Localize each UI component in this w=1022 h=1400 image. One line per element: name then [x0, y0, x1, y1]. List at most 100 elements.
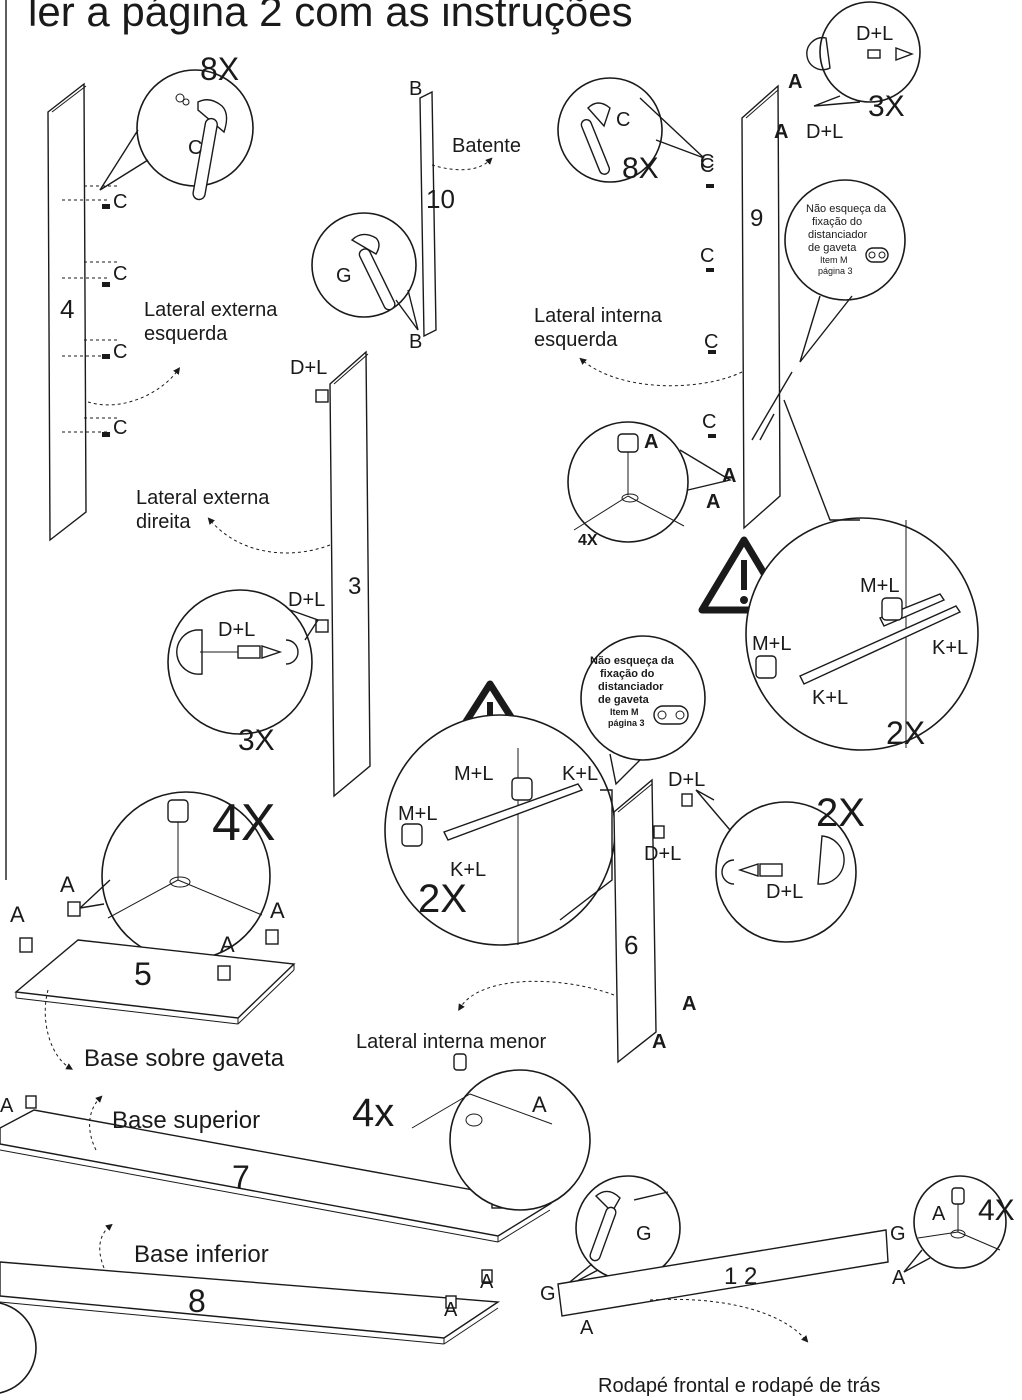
- hardware-label-c: C: [700, 155, 714, 177]
- camlock-callout-left: D+L 3X: [167, 589, 320, 757]
- drawer-rail-icon: [799, 605, 962, 685]
- hardware-label-dl: D+L: [290, 357, 327, 379]
- hardware-label-a: A: [270, 898, 285, 923]
- part-label-9-line2: esquerda: [534, 329, 618, 351]
- hardware-label-c: C: [113, 263, 127, 285]
- hardware-label-c: C: [113, 191, 127, 213]
- cam-lock-icon: [806, 36, 831, 71]
- part-label-5: Base sobre gaveta: [84, 1045, 285, 1072]
- part-number-9: 9: [750, 205, 763, 232]
- part-number-5: 5: [134, 956, 152, 992]
- note-line: fixação do: [812, 216, 862, 228]
- part-label-7: Base superior: [112, 1107, 260, 1134]
- hardware-label-a: A: [444, 1299, 458, 1321]
- hardware-label-a: A: [706, 491, 720, 513]
- note-line: Item M: [820, 255, 848, 265]
- cam-lock-icon: [25, 1095, 37, 1109]
- hardware-label-c: C: [616, 109, 630, 131]
- hardware-label-dl: D+L: [806, 121, 843, 143]
- hardware-label-kl: K+L: [450, 859, 486, 881]
- hardware-label-c: C: [113, 417, 127, 439]
- hardware-label-g: G: [540, 1283, 556, 1305]
- hardware-label-ml: M+L: [752, 633, 791, 655]
- cam-housing-callout-lower: 4x A: [352, 1053, 591, 1211]
- hardware-label-a: A: [10, 902, 25, 927]
- hardware-label-ml: M+L: [860, 575, 899, 597]
- part-label-3-line2: direita: [136, 511, 191, 533]
- cam-lock-icon: [217, 965, 231, 981]
- spacer-icon: [865, 247, 889, 263]
- part-number-8: 8: [188, 1283, 206, 1319]
- multiplier-2x: 2X: [816, 791, 865, 835]
- multiplier-4x-lower: 4x: [352, 1091, 394, 1135]
- part-label-1-2: Rodapé frontal e rodapé de trás: [598, 1375, 880, 1397]
- part-number-10: 10: [426, 184, 455, 214]
- reminder-note-1: Não esqueça da fixação do distanciador d…: [784, 179, 906, 363]
- cam-lock-icon: [481, 1269, 493, 1283]
- note-line: Item M: [610, 707, 639, 717]
- hardware-label-a: A: [0, 1095, 14, 1117]
- note-line: página 3: [608, 718, 645, 728]
- hammer-icon: [350, 233, 396, 311]
- dowel-icon: [759, 863, 783, 877]
- cam-lock-icon: [265, 929, 279, 945]
- hardware-label-ml: M+L: [398, 803, 437, 825]
- note-line: distanciador: [598, 681, 664, 693]
- cam-lock-icon: [315, 389, 329, 403]
- hardware-label-a: A: [220, 932, 235, 957]
- hardware-label-kl: K+L: [562, 763, 598, 785]
- cam-housing-callout: A 4X: [567, 421, 732, 549]
- note-line: de gaveta: [598, 694, 650, 706]
- part-label-3-line1: Lateral externa: [136, 487, 270, 509]
- drawer-rail-icon: [751, 371, 793, 441]
- cam-lock-icon: [617, 433, 639, 453]
- cam-lock-icon: [681, 793, 693, 807]
- hardware-label-dl: D+L: [218, 619, 255, 641]
- hammer-icon: [589, 1190, 621, 1262]
- multiplier-3x: 3X: [238, 724, 275, 757]
- note-line: de gaveta: [808, 242, 857, 254]
- panel-8: 8 A A Base inferior: [0, 1223, 501, 1394]
- hardware-label-a: A: [682, 993, 696, 1015]
- reminder-note-2: Não esqueça da fixação do distanciador d…: [580, 635, 706, 786]
- hardware-label-dl: D+L: [856, 23, 893, 45]
- part-number-6: 6: [624, 930, 638, 960]
- hardware-label-c: C: [700, 245, 714, 267]
- multiplier-4x: 4X: [212, 794, 276, 852]
- camlock-callout-right: D+L 3X: [806, 1, 921, 123]
- cam-housing-callout-large: 4X: [77, 791, 276, 961]
- note-line: distanciador: [808, 229, 868, 241]
- hardware-label-dl: D+L: [644, 843, 681, 865]
- multiplier-4x: 4X: [978, 1194, 1015, 1227]
- cam-lock-icon: [817, 835, 845, 885]
- panel-1-2: 1 2 G A G A Rodapé frontal e rodapé de t…: [540, 1223, 906, 1397]
- multiplier-8x: 8X: [200, 51, 239, 87]
- panel-6: 6 D+L D+L A A Lateral interna menor: [356, 769, 705, 1064]
- part-number-7: 7: [232, 1159, 250, 1195]
- part-number-4: 4: [60, 294, 74, 324]
- camlock-callout-center: D+L 2X: [695, 789, 865, 943]
- hardware-label-b: B: [409, 331, 422, 353]
- hardware-label-a: A: [532, 1092, 547, 1117]
- note-line: Não esqueça da: [590, 655, 675, 667]
- hammer-icon: [580, 102, 611, 175]
- drawer-rail-icon: [443, 783, 584, 841]
- hardware-label-kl: K+L: [932, 637, 968, 659]
- hardware-label-ml: M+L: [454, 763, 493, 785]
- hammer-callout-c-right: C C 8X: [557, 77, 714, 185]
- multiplier-8x: 8X: [622, 152, 659, 185]
- hardware-label-a: A: [932, 1203, 946, 1225]
- spacer-icon: [653, 705, 689, 725]
- panel-3: 3 D+L D+L Lateral externa direita: [136, 350, 371, 798]
- hardware-label-c: C: [188, 137, 202, 159]
- part-number-3: 3: [348, 573, 361, 600]
- multiplier-4x: 4X: [578, 532, 598, 549]
- cam-lock-icon: [67, 901, 81, 917]
- note-line: Não esqueça da: [806, 203, 887, 215]
- part-number-1-2: 1 2: [724, 1263, 757, 1290]
- hardware-label-a: A: [652, 1031, 666, 1053]
- hardware-label-a: A: [580, 1317, 594, 1339]
- dowel-icon: [867, 49, 881, 59]
- spacer-icon: [511, 777, 533, 801]
